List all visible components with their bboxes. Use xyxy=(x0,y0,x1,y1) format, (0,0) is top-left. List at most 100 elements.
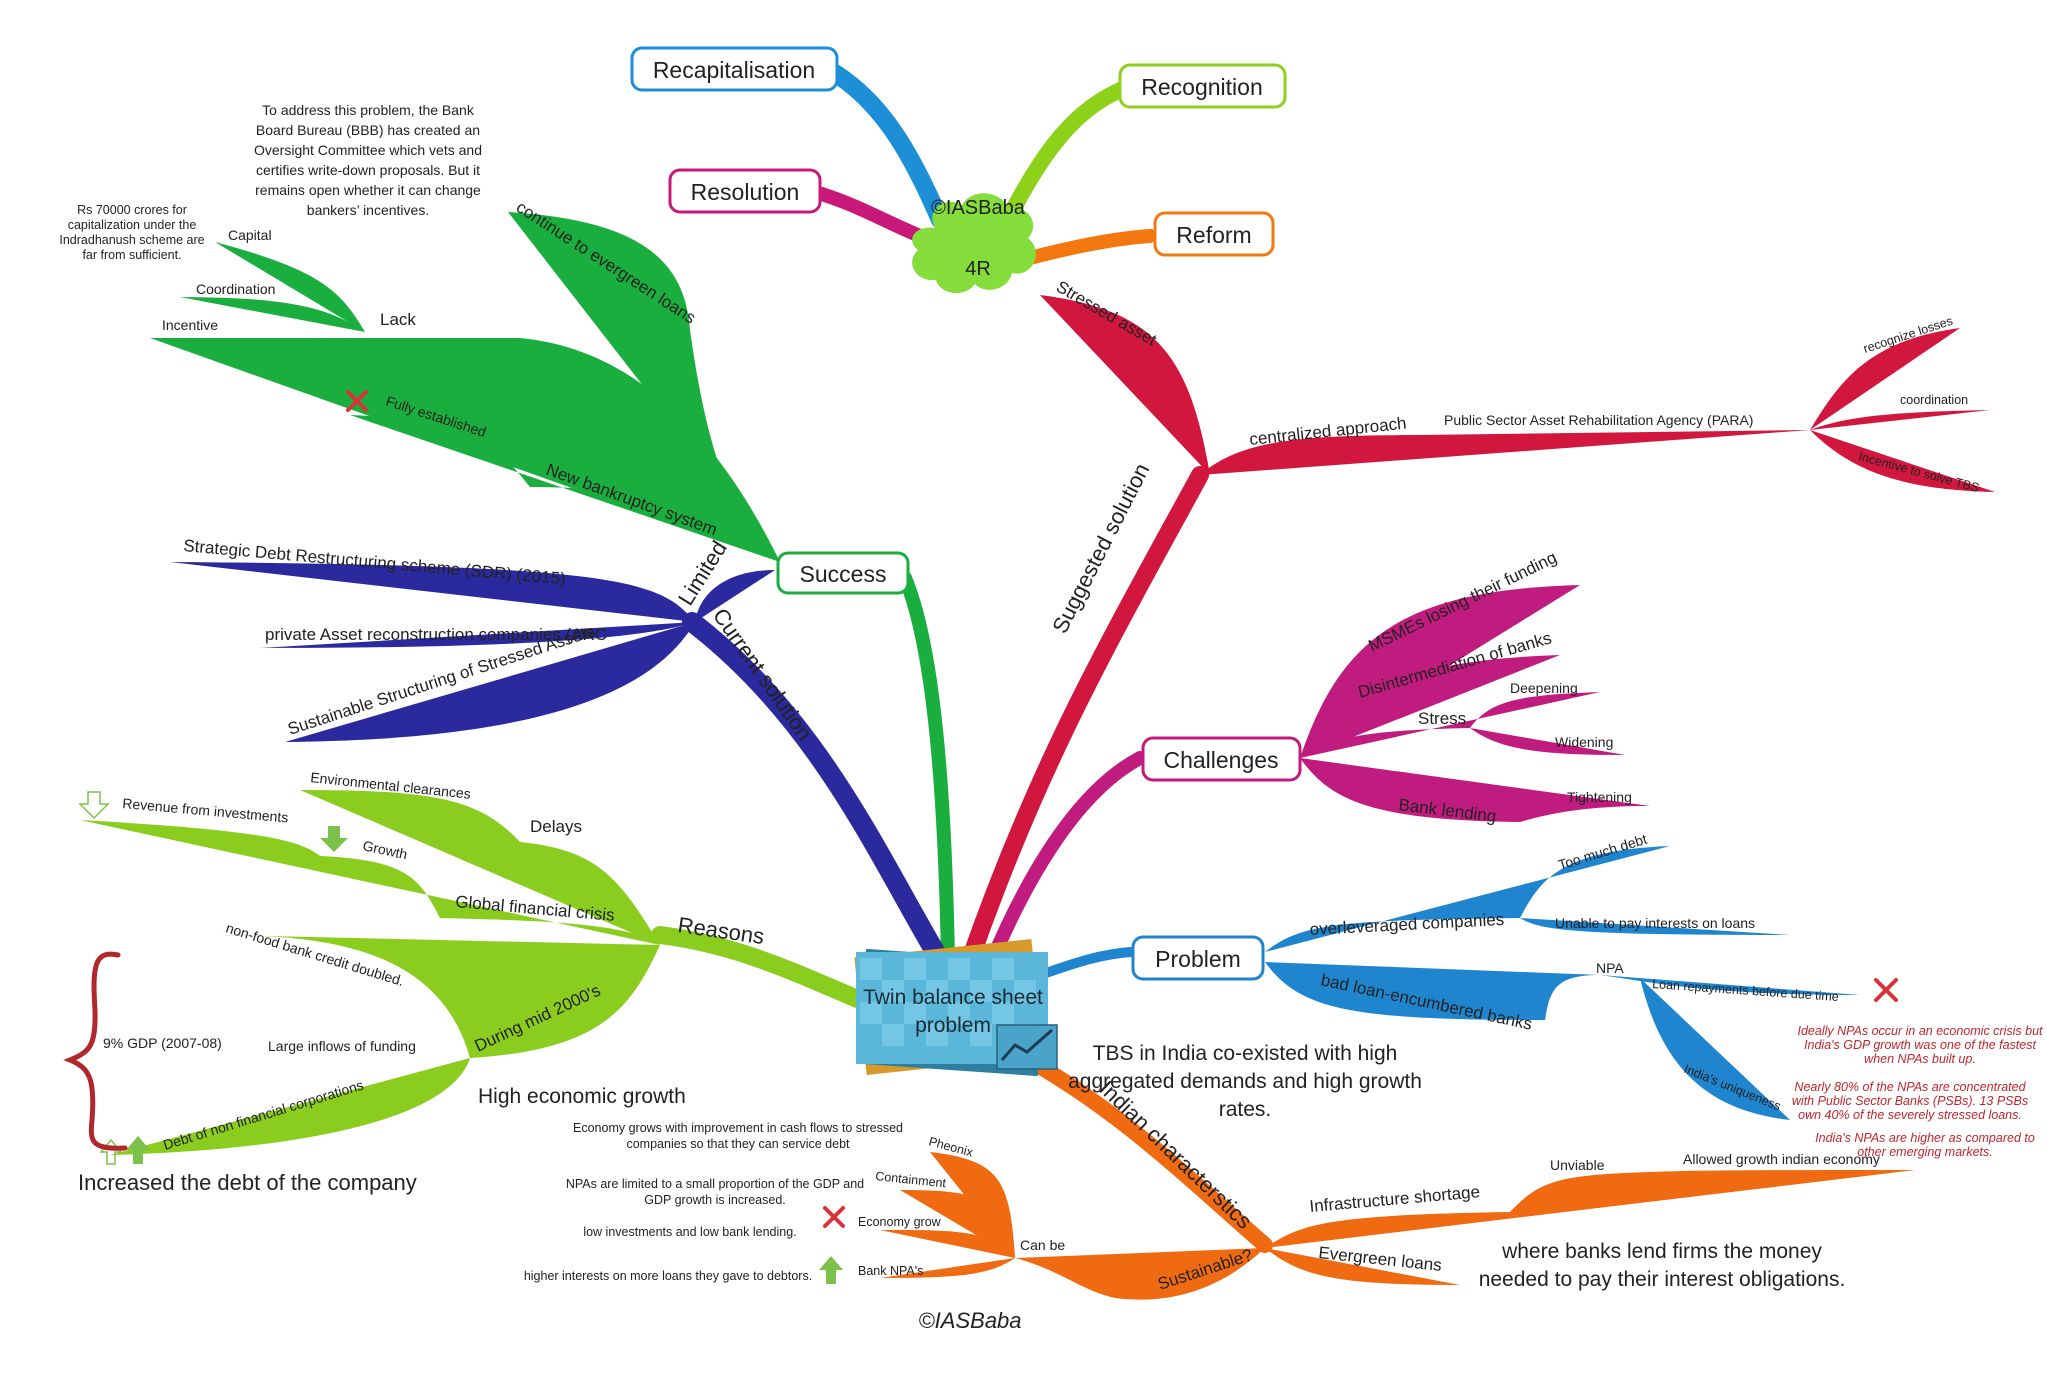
svg-text:TBS in India co-existed with h: TBS in India co-existed with high xyxy=(1093,1042,1398,1065)
fully-established-cross-icon xyxy=(346,390,368,412)
svg-text:capitalization under the: capitalization under the xyxy=(68,218,197,232)
bank-npa-label: Bank NPA's xyxy=(858,1264,923,1278)
branch-reasons xyxy=(651,926,869,1009)
growth-label: Growth xyxy=(361,837,408,862)
svg-text:far from sufficient.: far from sufficient. xyxy=(82,248,181,262)
coordination-suggested-label: coordination xyxy=(1900,393,1968,407)
resolution-node[interactable]: Resolution xyxy=(668,168,822,214)
economy-cross-icon xyxy=(823,1206,845,1228)
main-branches xyxy=(651,61,1273,1253)
svg-text:GDP growth is increased.: GDP growth is increased. xyxy=(644,1193,786,1207)
watermark-top: ©IASBaba xyxy=(931,197,1026,219)
svg-text:own 40% of the severely stress: own 40% of the severely stressed loans. xyxy=(1798,1108,2022,1122)
tightening-label: Tightening xyxy=(1567,789,1632,805)
svg-text:To address this problem, the B: To address this problem, the Bank xyxy=(262,102,475,118)
bbb-note: To address this problem, the Bank Board … xyxy=(254,102,482,218)
svg-text:Ideally NPAs occur in an econo: Ideally NPAs occur in an economic crisis… xyxy=(1797,1024,2043,1038)
loan-repay-label: Loan repayments before due time xyxy=(1652,977,1839,1004)
tbs-note: TBS in India co-existed with high aggreg… xyxy=(1068,1042,1422,1121)
problem-node[interactable]: Problem xyxy=(1131,935,1265,981)
branch-recapitalisation xyxy=(821,61,949,229)
unviable-label: Unviable xyxy=(1550,1157,1605,1173)
coordination-label: Coordination xyxy=(196,281,275,297)
overleveraged-label: overleveraged companies xyxy=(1309,910,1504,939)
unable-label: Unable to pay interests on loans xyxy=(1555,915,1755,931)
central-topic[interactable]: Twin balance sheet problem xyxy=(854,939,1058,1077)
svg-text:Indradhanush scheme are: Indradhanush scheme are xyxy=(59,233,204,247)
lack-label: Lack xyxy=(380,310,416,329)
svg-text:when NPAs built up.: when NPAs built up. xyxy=(1864,1052,1976,1066)
containment-note: NPAs are limited to a small proportion o… xyxy=(566,1177,864,1207)
svg-text:Board Bureau (BBB) has created: Board Bureau (BBB) has created an xyxy=(256,122,480,138)
revenue-down-arrow-outline-icon xyxy=(78,791,110,820)
svg-text:Challenges: Challenges xyxy=(1163,747,1278,773)
branch-current-solution xyxy=(682,612,950,970)
limited-dashed xyxy=(695,570,775,622)
svg-text:rates.: rates. xyxy=(1219,1098,1272,1121)
current-solution-label: Current solution xyxy=(708,604,818,746)
svg-text:needed to pay their interest o: needed to pay their interest obligations… xyxy=(1479,1268,1846,1291)
infra-label: Infrastructure shortage xyxy=(1309,1182,1481,1216)
npa-label: NPA xyxy=(1596,960,1624,976)
incentive-label: Incentive xyxy=(162,317,218,333)
svg-text:India's NPAs are higher as com: India's NPAs are higher as compared to xyxy=(1815,1131,2035,1145)
arc-label: private Asset reconstruction companies (… xyxy=(265,625,607,644)
gdp9-label: 9% GDP (2007-08) xyxy=(103,1035,222,1051)
svg-text:remains open whether it can ch: remains open whether it can change xyxy=(255,182,481,198)
watermark-bottom: ©IASBaba xyxy=(918,1308,1021,1333)
branch-resolution xyxy=(808,185,937,247)
svg-text:Success: Success xyxy=(800,561,887,587)
four-r-cloud[interactable]: 4R ©IASBaba xyxy=(912,193,1036,294)
svg-text:Rs 70000 crores for: Rs 70000 crores for xyxy=(77,203,187,217)
handwritten-brace xyxy=(63,951,128,1151)
svg-text:Nearly 80% of the NPAs are con: Nearly 80% of the NPAs are concentrated xyxy=(1794,1080,2026,1094)
widening-label: Widening xyxy=(1555,734,1613,750)
high-growth-label: High economic growth xyxy=(478,1085,686,1108)
ideal-note: Ideally NPAs occur in an economic crisis… xyxy=(1797,1024,2043,1066)
economy-grow-label: Economy grow xyxy=(858,1215,942,1229)
success-node[interactable]: Success xyxy=(776,551,910,595)
svg-text:certifies write-down proposals: certifies write-down proposals. But it xyxy=(256,162,480,178)
svg-text:Recognition: Recognition xyxy=(1141,74,1262,100)
svg-text:NPAs are limited to a small pr: NPAs are limited to a small proportion o… xyxy=(566,1177,864,1191)
reform-node[interactable]: Reform xyxy=(1153,211,1275,257)
branch-problem xyxy=(1035,947,1135,980)
svg-text:Problem: Problem xyxy=(1155,946,1241,972)
svg-text:Oversight Committee which vets: Oversight Committee which vets and xyxy=(254,142,482,158)
recognition-node[interactable]: Recognition xyxy=(1118,63,1287,109)
branch-success xyxy=(898,571,955,967)
svg-text:companies so that they can ser: companies so that they can service debt xyxy=(626,1137,850,1151)
svg-text:other emerging markets.: other emerging markets. xyxy=(1857,1145,1992,1159)
thin-branches xyxy=(80,212,1995,1300)
economy-note: low investments and low bank lending. xyxy=(583,1225,796,1239)
bank-npa-note: higher interests on more loans they gave… xyxy=(524,1269,812,1283)
para-label: Public Sector Asset Rehabilitation Agenc… xyxy=(1444,412,1753,428)
evergreen-note: where banks lend firms the money needed … xyxy=(1479,1240,1846,1291)
challenges-node[interactable]: Challenges xyxy=(1141,736,1302,782)
recapitalisation-node[interactable]: Recapitalisation xyxy=(630,46,839,92)
svg-text:Resolution: Resolution xyxy=(691,179,800,205)
allowed-label: Allowed growth indian economy xyxy=(1683,1151,1880,1167)
svg-text:where banks lend firms the mon: where banks lend firms the money xyxy=(1501,1240,1822,1263)
psb-note: Nearly 80% of the NPAs are concentrated … xyxy=(1792,1080,2028,1122)
svg-text:bankers’ incentives.: bankers’ incentives. xyxy=(307,202,429,218)
bank-npa-up-arrow-icon xyxy=(819,1256,843,1284)
svg-text:aggregated demands and high gr: aggregated demands and high growth xyxy=(1068,1070,1422,1093)
svg-text:with Public Sector Banks (PSBs: with Public Sector Banks (PSBs). 13 PSBs xyxy=(1792,1094,2028,1108)
loan-repay-cross-icon xyxy=(1874,978,1898,1002)
branch-suggested xyxy=(961,466,1209,969)
can-be-label: Can be xyxy=(1020,1237,1065,1253)
inflows-label: Large inflows of funding xyxy=(268,1038,416,1054)
trend-chart-icon xyxy=(996,1024,1058,1070)
capital-note: Rs 70000 crores for capitalization under… xyxy=(59,203,204,262)
containment-label: Containment xyxy=(875,1169,947,1190)
increased-debt-label: Increased the debt of the company xyxy=(78,1170,417,1195)
pheonix-note: Economy grows with improvement in cash f… xyxy=(573,1121,903,1151)
branch-challenges xyxy=(983,751,1147,972)
branch-reform xyxy=(1023,229,1157,265)
growth-down-arrow-icon xyxy=(320,826,348,852)
svg-text:Economy grows with improvement: Economy grows with improvement in cash f… xyxy=(573,1121,903,1135)
four-r-label: 4R xyxy=(965,258,991,280)
svg-text:India's GDP growth was one of: India's GDP growth was one of the fastes… xyxy=(1804,1038,2036,1052)
